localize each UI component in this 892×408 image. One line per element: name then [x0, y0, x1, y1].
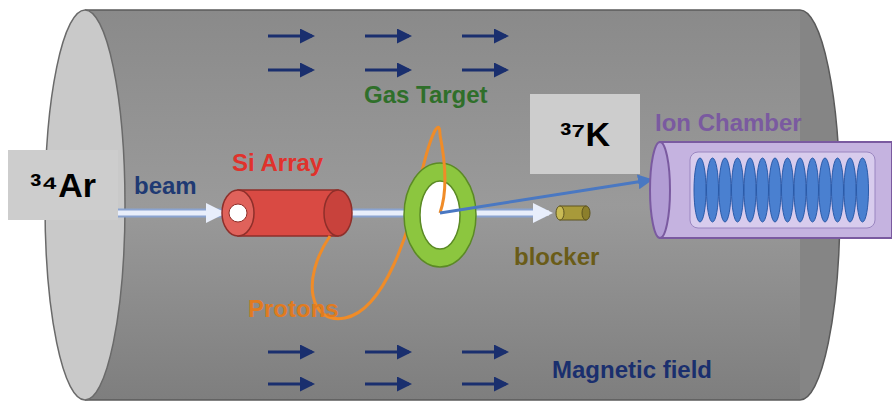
label-box: ³⁷K	[530, 94, 640, 174]
si-array	[222, 190, 352, 236]
field-label: Magnetic field	[552, 357, 712, 383]
particle-label: Protons	[248, 296, 339, 322]
blocker	[556, 206, 590, 220]
part-label: Ion Chamber	[655, 110, 802, 136]
gas-target	[404, 163, 476, 267]
isotope-label: ³⁷K	[560, 115, 610, 154]
part-label: Si Array	[232, 150, 323, 176]
part-label: Gas Target	[364, 82, 488, 108]
ion-chamber	[650, 142, 892, 238]
isotope-label: ³⁴Ar	[30, 166, 96, 205]
part-label: blocker	[514, 244, 599, 270]
recoil-track	[440, 180, 650, 213]
beam-label: beam	[134, 173, 197, 199]
label-box: ³⁴Ar	[8, 150, 118, 220]
